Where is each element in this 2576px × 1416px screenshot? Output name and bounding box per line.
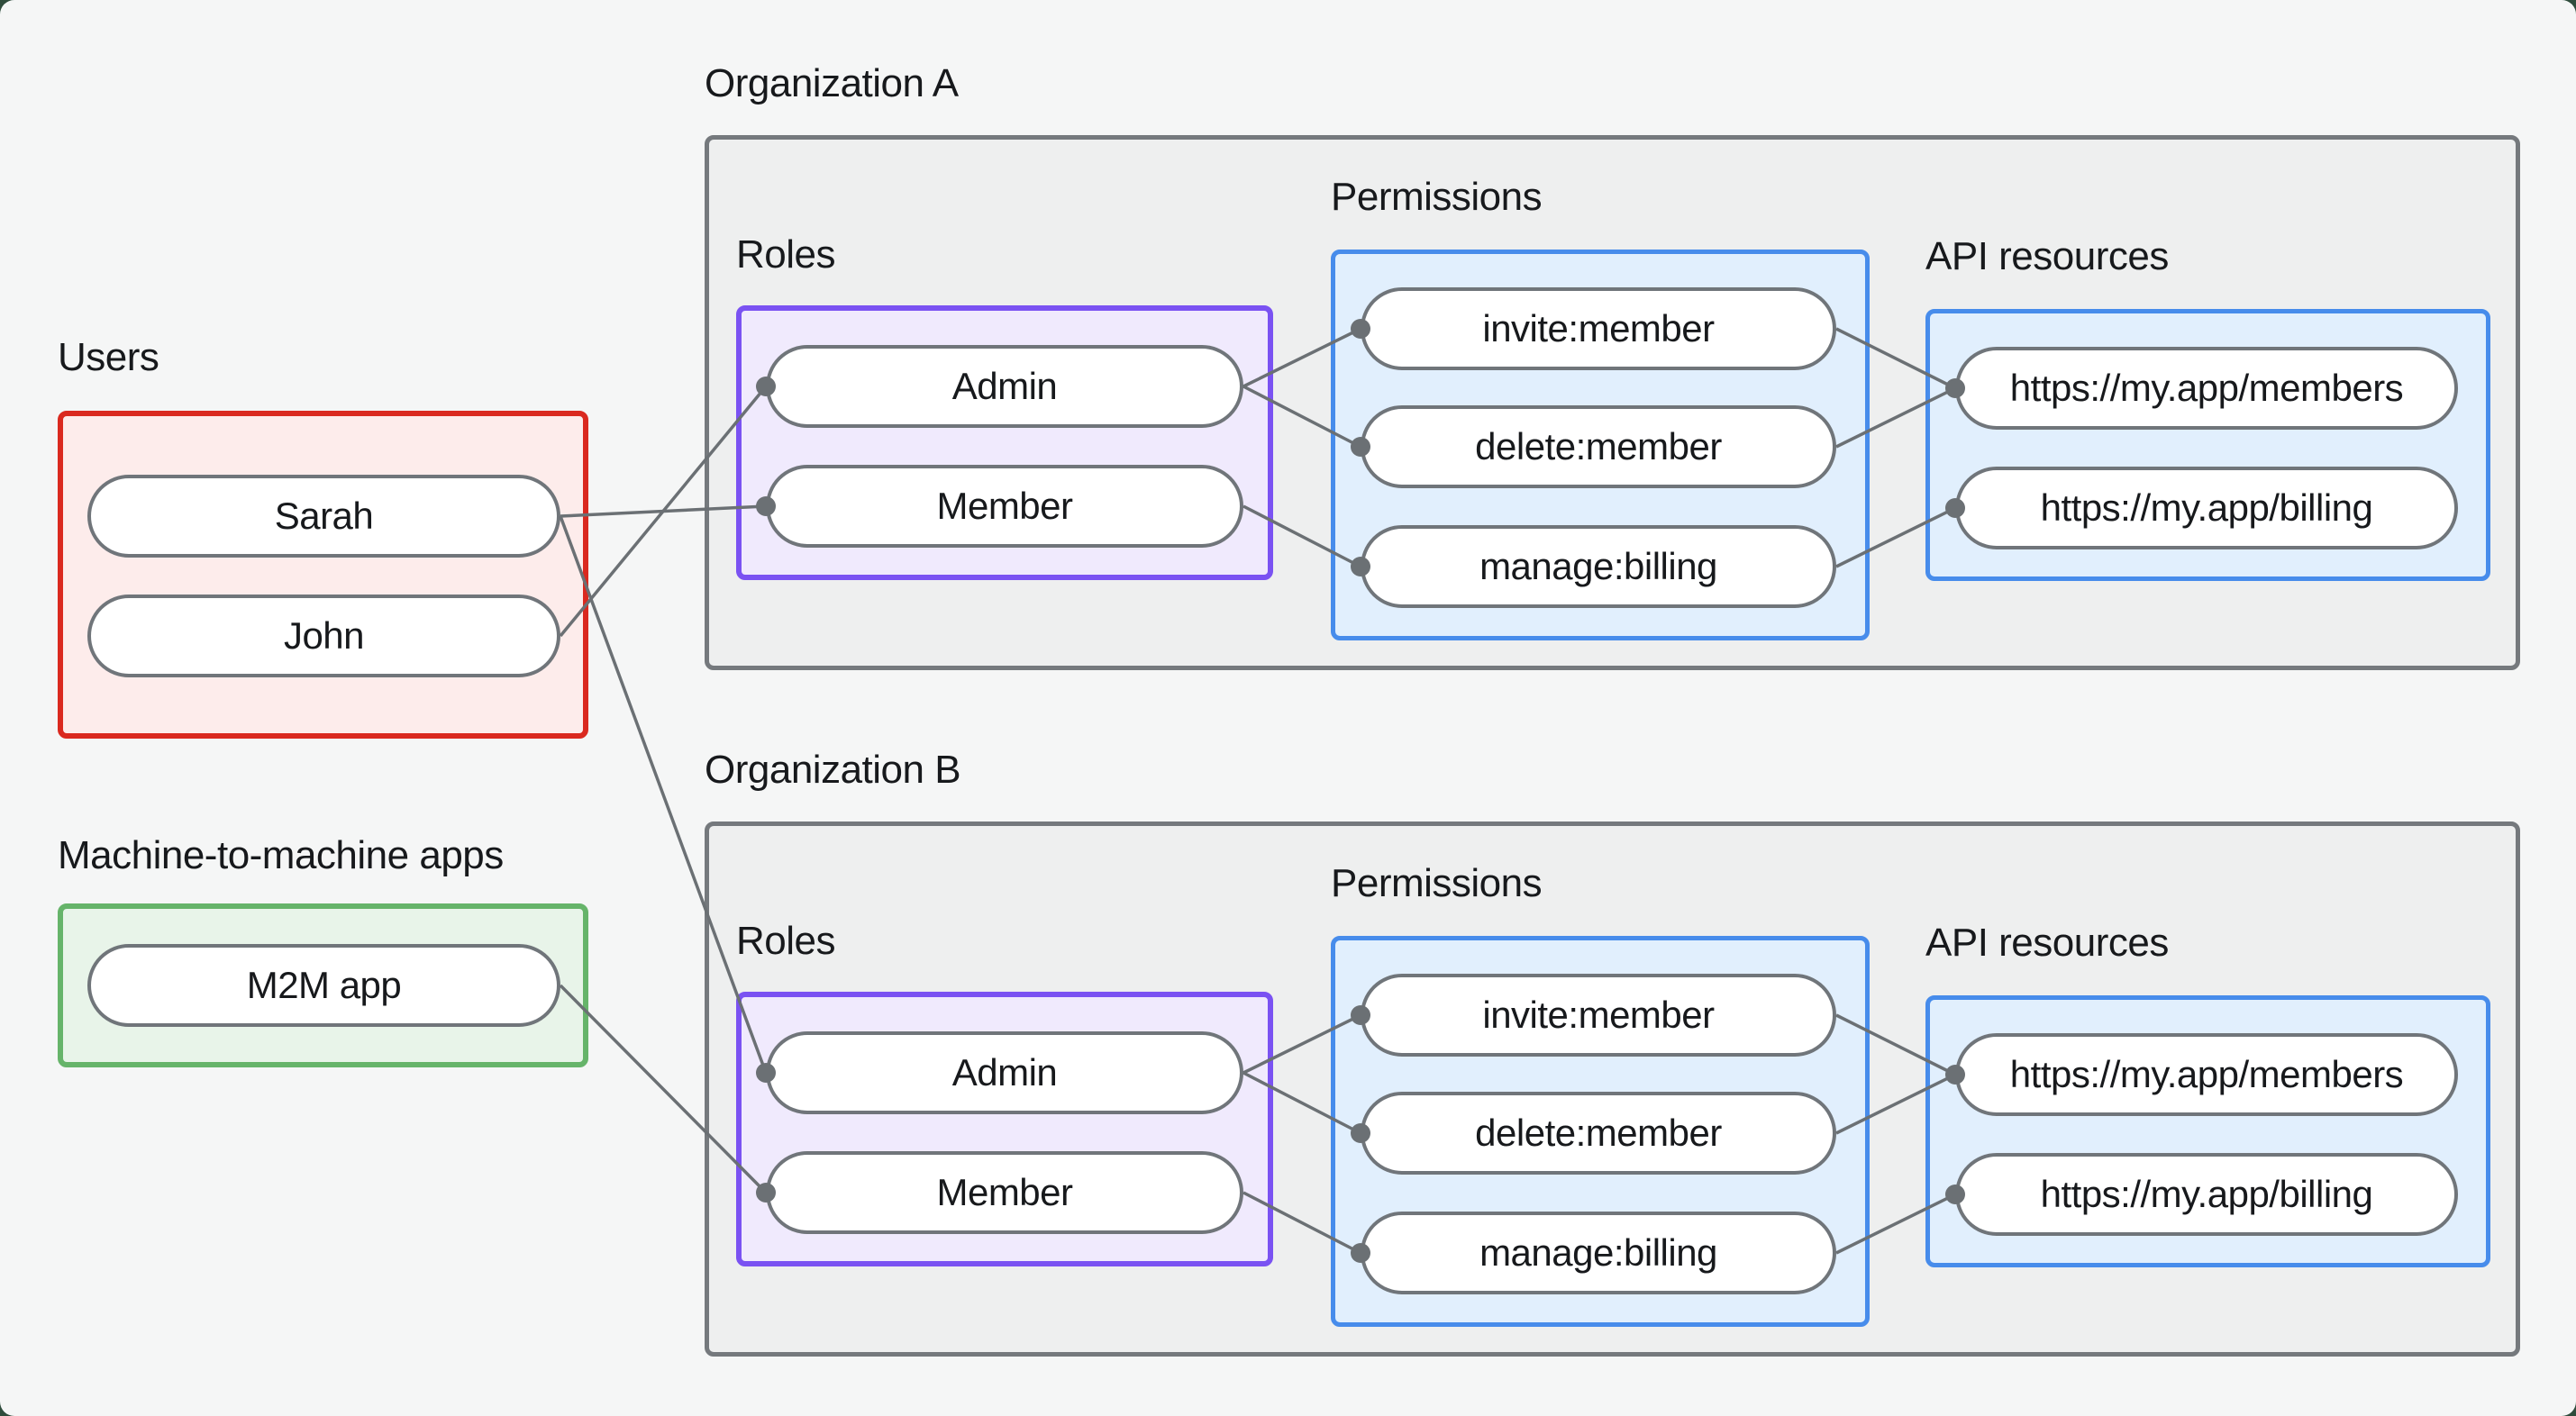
node-manage-billing-org-b: manage:billing (1361, 1212, 1836, 1294)
org-b-title: Organization B (705, 748, 961, 792)
org-b-permissions-label: Permissions (1331, 861, 1543, 905)
node-delete-member-org-a: delete:member (1361, 405, 1836, 488)
node-delete-member-org-b: delete:member (1361, 1092, 1836, 1175)
node-member-org-b: Member (766, 1151, 1243, 1234)
node-member-org-a: Member (766, 465, 1243, 548)
node-invite-member-org-b: invite:member (1361, 974, 1836, 1057)
users-group-label: Users (58, 335, 159, 379)
org-a-title: Organization A (705, 61, 959, 105)
org-a-roles-label: Roles (736, 232, 836, 277)
org-b-api-label: API resources (1925, 921, 2169, 965)
org-a-api-label: API resources (1925, 234, 2169, 278)
org-a-permissions-label: Permissions (1331, 175, 1543, 219)
node-john: John (87, 595, 560, 677)
node-api-members-org-a: https://my.app/members (1955, 347, 2458, 430)
org-b-roles-label: Roles (736, 919, 836, 963)
node-manage-billing-org-a: manage:billing (1361, 525, 1836, 608)
m2m-group-label: Machine-to-machine apps (58, 833, 504, 877)
node-sarah: Sarah (87, 475, 560, 558)
node-api-billing-org-b: https://my.app/billing (1955, 1153, 2458, 1236)
node-api-members-org-b: https://my.app/members (1955, 1033, 2458, 1116)
node-admin-org-a: Admin (766, 345, 1243, 428)
users-group-box (58, 411, 588, 739)
node-api-billing-org-a: https://my.app/billing (1955, 467, 2458, 549)
node-admin-org-b: Admin (766, 1031, 1243, 1114)
node-invite-member-org-a: invite:member (1361, 287, 1836, 370)
node-m2m-app: M2M app (87, 944, 560, 1027)
